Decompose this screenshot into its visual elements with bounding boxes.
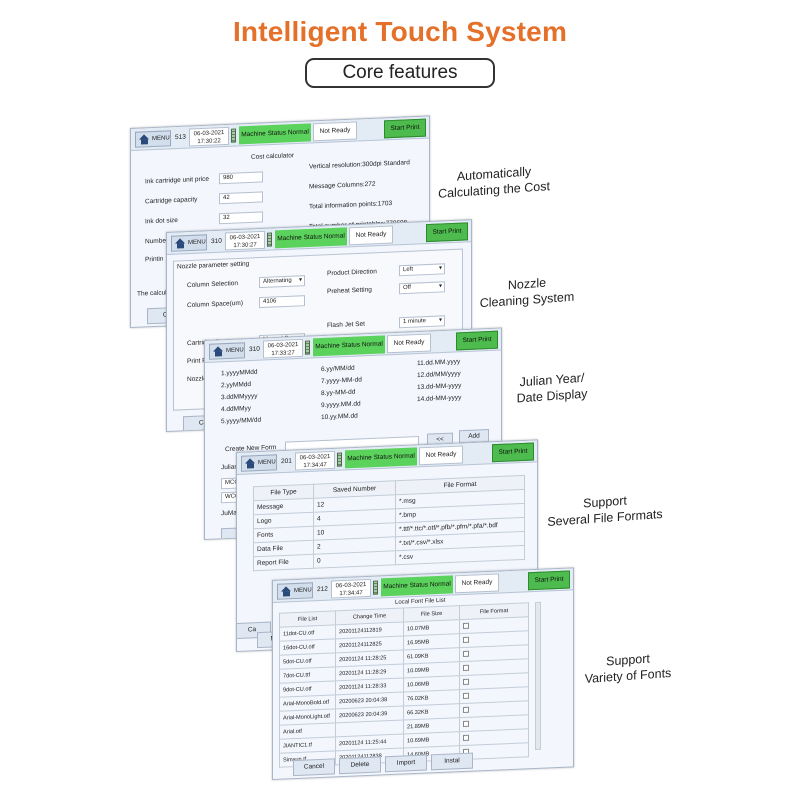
- row-checkbox[interactable]: [463, 678, 469, 685]
- menu-button[interactable]: MENU: [241, 454, 277, 472]
- not-ready-indicator: Not Ready: [313, 121, 357, 142]
- screen-code: 310: [211, 237, 222, 246]
- date-format-option[interactable]: 2.yyMMdd: [221, 381, 251, 390]
- home-icon: [139, 134, 150, 145]
- status-badge: Machine Status Normal: [345, 447, 417, 469]
- screen-code: 310: [249, 345, 260, 354]
- not-ready-indicator: Not Ready: [455, 573, 499, 594]
- start-print-button[interactable]: Start Print: [492, 442, 534, 463]
- home-icon: [213, 346, 224, 357]
- home-icon: [281, 586, 292, 597]
- import-button[interactable]: Import: [385, 754, 427, 773]
- flash-jet-select[interactable]: 1 minute: [399, 315, 445, 329]
- printing-label: Printin: [145, 255, 164, 264]
- label-formats: Support Several File Formats: [547, 493, 663, 530]
- menu-button[interactable]: MENU: [277, 582, 313, 600]
- status-badge: Machine Status Normal: [381, 575, 453, 597]
- calc-text: The calcul: [137, 289, 167, 298]
- menu-button[interactable]: MENU: [171, 234, 207, 252]
- battery-icon: [231, 128, 236, 143]
- info-text: Vertical resolution:300dpi Standard: [309, 159, 410, 171]
- row-checkbox[interactable]: [463, 664, 469, 671]
- field-label: Ink cartridge unit price: [145, 175, 209, 186]
- row-checkbox[interactable]: [463, 650, 469, 657]
- font-table: File List Change Time File Size File For…: [279, 602, 529, 768]
- label-julian: Julian Year/ Date Display: [516, 370, 588, 406]
- date-format-option[interactable]: 14.dd-MM-yyyy: [417, 394, 462, 404]
- label-nozzle: Nozzle Cleaning System: [479, 275, 575, 311]
- field-label: Ink dot size: [145, 216, 178, 226]
- home-icon: [245, 458, 256, 469]
- install-button[interactable]: Instal: [431, 752, 473, 771]
- info-text: Total information points:1703: [309, 200, 393, 211]
- date-format-option[interactable]: 4.ddMMyy: [221, 405, 251, 414]
- date-format-option[interactable]: 8.yy-MM-dd: [321, 388, 356, 398]
- date-format-option[interactable]: 11.dd.MM.yyyy: [417, 358, 461, 368]
- not-ready-indicator: Not Ready: [419, 445, 463, 466]
- preheat-select[interactable]: Off: [399, 281, 445, 295]
- status-badge: Machine Status Normal: [275, 227, 347, 249]
- date-format-option[interactable]: 10.yy.MM.dd: [321, 412, 358, 422]
- menu-button[interactable]: MENU: [135, 130, 171, 148]
- dot-size-input[interactable]: 32: [219, 211, 263, 225]
- product-direction-select[interactable]: Left: [399, 263, 445, 277]
- label-cost: Automatically Calculating the Cost: [438, 164, 550, 201]
- battery-icon: [373, 580, 378, 595]
- status-badge: Machine Status Normal: [239, 123, 311, 145]
- field-label: Cartridge capacity: [145, 196, 198, 206]
- battery-icon: [267, 232, 272, 247]
- date-format-option[interactable]: 5.yyyy/MM/dd: [221, 416, 262, 426]
- scrollbar[interactable]: [535, 601, 541, 750]
- cancel-button[interactable]: Cancel: [293, 758, 335, 777]
- capacity-input[interactable]: 42: [219, 191, 263, 205]
- not-ready-indicator: Not Ready: [387, 333, 431, 354]
- battery-icon: [305, 340, 310, 355]
- start-print-button[interactable]: Start Print: [528, 570, 570, 591]
- date-format-option[interactable]: 13.dd-MM-yyyy: [417, 382, 462, 392]
- row-checkbox[interactable]: [463, 734, 469, 741]
- file-format-table: File Type Saved Number File Format Messa…: [253, 475, 525, 571]
- column-selection-select[interactable]: Alternating: [259, 275, 305, 289]
- screen-code: 201: [281, 457, 292, 466]
- row-checkbox[interactable]: [463, 720, 469, 727]
- date-format-option[interactable]: 7.yyyy-MM-dd: [321, 376, 362, 386]
- battery-icon: [337, 452, 342, 467]
- start-print-button[interactable]: Start Print: [384, 118, 426, 139]
- screen-code: 212: [317, 585, 328, 594]
- start-print-button[interactable]: Start Print: [456, 330, 498, 351]
- unit-price-input[interactable]: 980: [219, 171, 263, 185]
- date-format-option[interactable]: 6.yy/MM/dd: [321, 364, 355, 374]
- screen-code: 513: [175, 133, 186, 142]
- cost-heading: Cost calculator: [251, 152, 294, 161]
- font-list-heading: Local Font File List: [395, 597, 446, 606]
- status-badge: Machine Status Normal: [313, 335, 385, 357]
- date-format-option[interactable]: 12.dd/MM/yyyy: [417, 370, 461, 380]
- not-ready-indicator: Not Ready: [349, 225, 393, 246]
- label-fonts: Support Variety of Fonts: [584, 651, 672, 687]
- page-title: Intelligent Touch System: [232, 16, 568, 47]
- start-print-button[interactable]: Start Print: [426, 222, 468, 243]
- row-checkbox[interactable]: [463, 636, 469, 643]
- date-format-option[interactable]: 1.yyyyMMdd: [221, 368, 258, 378]
- menu-button[interactable]: MENU: [209, 342, 245, 360]
- row-checkbox[interactable]: [463, 706, 469, 713]
- column-space-input[interactable]: 4106: [259, 295, 305, 309]
- delete-button[interactable]: Delete: [339, 756, 381, 775]
- core-features-box: Core features: [305, 58, 495, 88]
- row-checkbox[interactable]: [463, 622, 469, 629]
- date-format-option[interactable]: 3.ddMMyyyy: [221, 392, 258, 402]
- row-checkbox[interactable]: [463, 692, 469, 699]
- date-format-option[interactable]: 9.yyyy.MM.dd: [321, 400, 361, 410]
- home-icon: [175, 238, 186, 249]
- info-text: Message Columns:272: [309, 180, 376, 191]
